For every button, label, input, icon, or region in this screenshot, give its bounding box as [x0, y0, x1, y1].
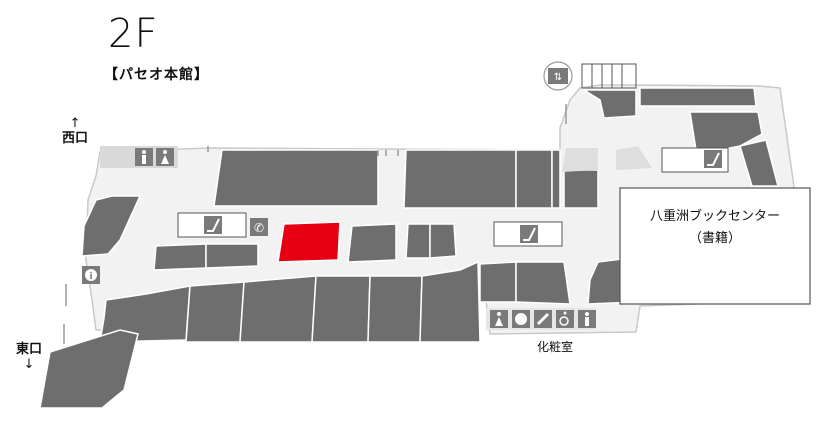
- restroom-women-icon: [490, 310, 508, 328]
- stairs-icon: [581, 63, 637, 89]
- restroom-men-icon: [578, 310, 596, 328]
- information-icon[interactable]: i: [82, 266, 100, 284]
- restroom-label: 化粧室: [536, 340, 573, 354]
- shop-south-5[interactable]: [367, 275, 423, 343]
- diaper-change-icon: [534, 310, 552, 328]
- service-area-2: [616, 146, 652, 170]
- shop-south-3[interactable]: [239, 275, 317, 343]
- escalator-icon[interactable]: [177, 212, 247, 238]
- shop-north-4[interactable]: [551, 149, 561, 209]
- bookstore-category: （書籍）: [688, 231, 741, 246]
- escalator-icon[interactable]: [661, 147, 729, 173]
- shop-center-left-b[interactable]: [205, 243, 259, 269]
- svg-text:✆: ✆: [254, 221, 264, 235]
- west-exit[interactable]: ↑ 西口: [62, 116, 88, 146]
- shop-northeast-4[interactable]: [739, 139, 779, 187]
- east-exit-label: 東口: [16, 342, 43, 357]
- door-markers: [63, 104, 567, 344]
- shop-south-8[interactable]: [515, 261, 571, 305]
- shop-northeast-1[interactable]: [581, 89, 637, 119]
- shop-center-right-b[interactable]: [405, 223, 431, 259]
- west-exit-label: 西口: [62, 131, 89, 146]
- escalator-icon[interactable]: [493, 221, 563, 247]
- shop-north-5[interactable]: [563, 169, 599, 209]
- restroom-men-icon: [135, 148, 153, 166]
- shop-center-right-a[interactable]: [347, 223, 397, 263]
- shop-northeast-2[interactable]: [639, 87, 757, 107]
- elevator-icon[interactable]: ⇅: [543, 61, 573, 91]
- bookstore-name: 八重洲ブックセンター: [649, 209, 780, 224]
- svg-text:i: i: [89, 272, 92, 282]
- shop-east-1[interactable]: [39, 329, 139, 409]
- shop-north-2[interactable]: [403, 149, 517, 209]
- floor-number: 2F: [108, 11, 159, 57]
- baby-care-icon: [512, 310, 530, 328]
- svg-text:⇅: ⇅: [554, 72, 562, 83]
- shop-south-6[interactable]: [419, 260, 481, 343]
- shop-center-right-c[interactable]: [429, 223, 457, 259]
- wheelchair-icon: [556, 310, 574, 328]
- shop-south-7[interactable]: [479, 261, 517, 303]
- north-arrow-icon: ↑: [69, 116, 81, 131]
- shop-south-4[interactable]: [311, 275, 371, 343]
- bookstore-block[interactable]: [619, 187, 811, 305]
- telephone-icon[interactable]: ✆: [250, 218, 268, 236]
- shop-center-left-a[interactable]: [153, 243, 207, 271]
- restroom-women-icon: [156, 148, 174, 166]
- shop-highlighted[interactable]: [277, 221, 341, 263]
- south-arrow-icon: ↓: [23, 357, 35, 372]
- shop-west-a[interactable]: [81, 195, 142, 257]
- building-name: 【パセオ本館】: [104, 67, 209, 83]
- east-exit[interactable]: 東口 ↓: [16, 342, 42, 372]
- bookstore-label[interactable]: 八重洲ブックセンター （書籍）: [622, 206, 808, 250]
- shop-north-1[interactable]: [213, 149, 379, 207]
- service-area-1: [562, 148, 598, 172]
- shop-south-2[interactable]: [185, 281, 245, 343]
- shop-north-3[interactable]: [515, 149, 553, 209]
